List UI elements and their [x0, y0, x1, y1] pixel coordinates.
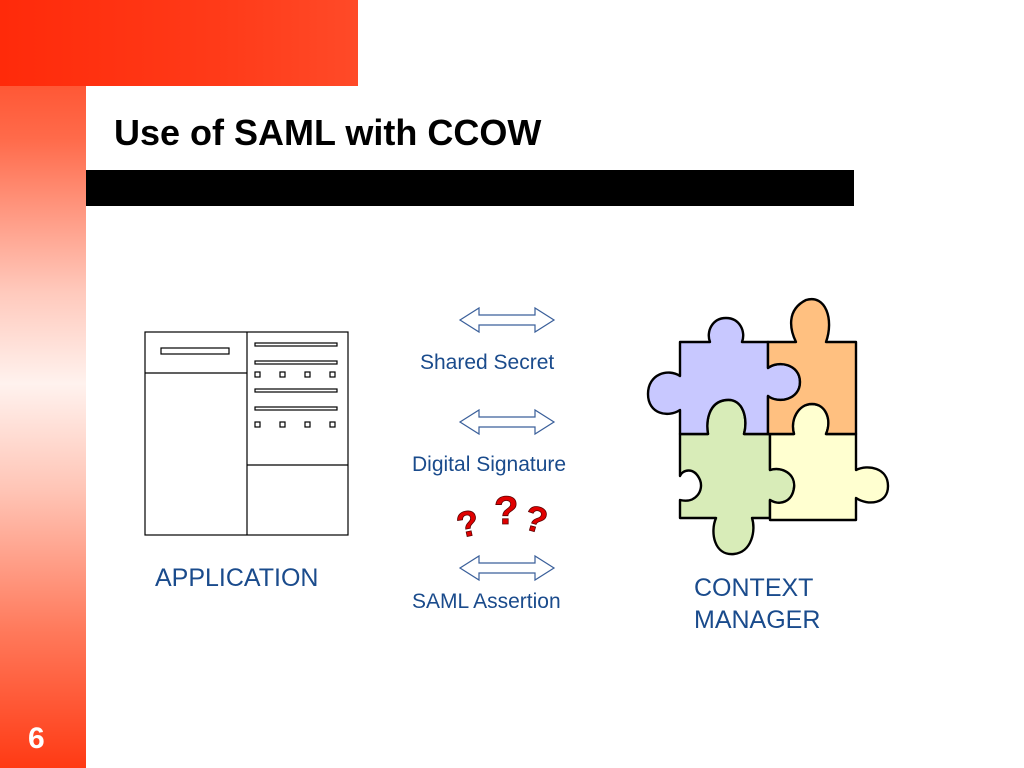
top-decorative-band [0, 0, 358, 86]
left-decorative-band [0, 0, 86, 768]
puzzle-piece-orange [766, 297, 858, 436]
context-manager-label-line-2: MANAGER [694, 606, 821, 634]
double-arrow-icon-digital-signature [458, 408, 556, 436]
page-number: 6 [28, 722, 45, 755]
digital-signature-label: Digital Signature [412, 453, 567, 476]
context-manager-label-line-1: CONTEXT [694, 574, 814, 602]
shared-secret-label: Shared Secret [420, 351, 555, 374]
context-manager-label: CONTEXT MANAGER [694, 572, 820, 636]
slide-title: Use of SAML with CCOW [114, 112, 542, 153]
double-arrow-icon-saml-assertion [458, 554, 556, 582]
question-mark-2: ? [494, 489, 518, 533]
title-underline-bar [86, 170, 854, 206]
double-arrow-icon-shared-secret [458, 306, 556, 334]
saml-assertion-label: SAML Assertion [412, 590, 561, 613]
application-label: APPLICATION [155, 564, 319, 592]
question-marks-icon: ? ? ? [452, 489, 552, 547]
